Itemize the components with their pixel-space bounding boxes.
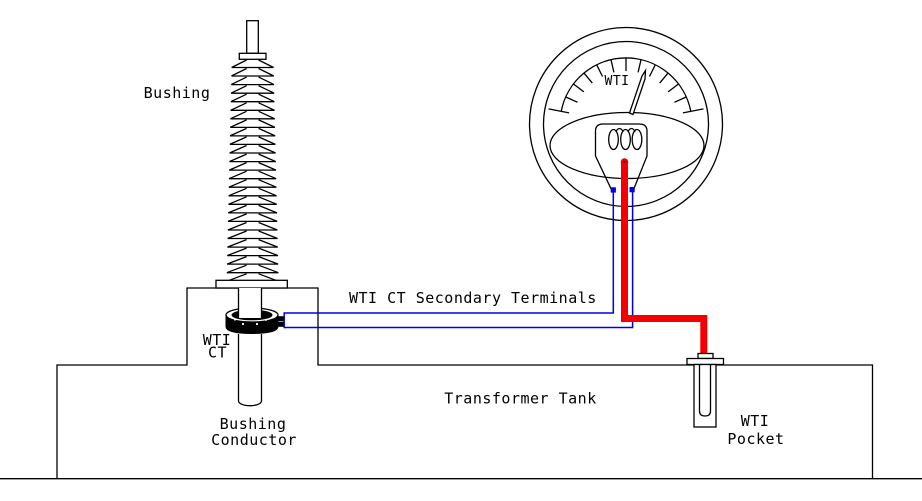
gauge-terminal-left	[610, 187, 616, 193]
pocket-inner-tube	[698, 364, 712, 417]
ct-bolt	[255, 322, 259, 326]
bushing-conductor-label-line1: Bushing	[220, 415, 287, 433]
bushing-top-cap	[238, 52, 267, 60]
secondary-wire-upper	[284, 192, 615, 314]
coil-loop	[631, 128, 643, 151]
pocket-flange	[686, 357, 725, 366]
wti-ct-label-line2: CT	[208, 344, 227, 362]
secondary-wire-lower	[284, 192, 634, 329]
bulb-coil	[608, 127, 643, 151]
ct-secondary-wiring	[283, 187, 635, 329]
pocket-outer-tube	[693, 363, 717, 428]
gauge-needle	[628, 68, 647, 116]
tank-and-turret-outline	[56, 287, 874, 479]
wti-pocket	[686, 352, 725, 428]
coil-loop	[608, 128, 619, 151]
bushing-conductor-label-line2: Conductor	[211, 431, 297, 449]
bushing-top-stud	[246, 20, 259, 54]
sensing-bulb	[594, 123, 648, 190]
bushing-fins	[226, 59, 279, 282]
wti-ct-and-conductor	[225, 288, 284, 407]
gauge-terminal-right	[629, 187, 635, 193]
transformer-tank-label: Transformer Tank	[444, 390, 597, 408]
transformer-tank	[0, 287, 922, 480]
ct-terminal-stub-top	[276, 316, 284, 322]
coil-link-arcs	[615, 127, 636, 133]
ct-secondary-terminals-label: WTI CT Secondary Terminals	[349, 289, 597, 307]
pocket-cap	[697, 352, 714, 360]
diagram-labels: Bushing WTI WTI CT Secondary Terminals W…	[144, 74, 784, 449]
bushing	[215, 20, 288, 289]
ct-bolt	[264, 318, 268, 321]
bushing-flange	[215, 279, 288, 289]
wti-pocket-label-line2: Pocket	[727, 430, 784, 448]
wti-ct-label-line1: WTI	[203, 331, 232, 349]
conductor-upper-edges	[237, 288, 263, 318]
capillary-tube	[621, 163, 708, 354]
ct-terminal-stub-bottom	[276, 321, 284, 327]
capillary-bulb-joint-center	[623, 160, 626, 164]
coil-loop	[620, 128, 631, 151]
ct-bolt	[241, 322, 245, 326]
gauge-dial-label: WTI	[605, 74, 630, 89]
wti-pocket-label-line1: WTI	[741, 412, 770, 430]
bushing-label: Bushing	[144, 84, 211, 102]
ct-bolt	[233, 318, 237, 321]
conductor-lower	[237, 334, 263, 407]
conductor-upper-fill	[238, 288, 262, 318]
gauge-scale-ticks	[548, 58, 704, 114]
